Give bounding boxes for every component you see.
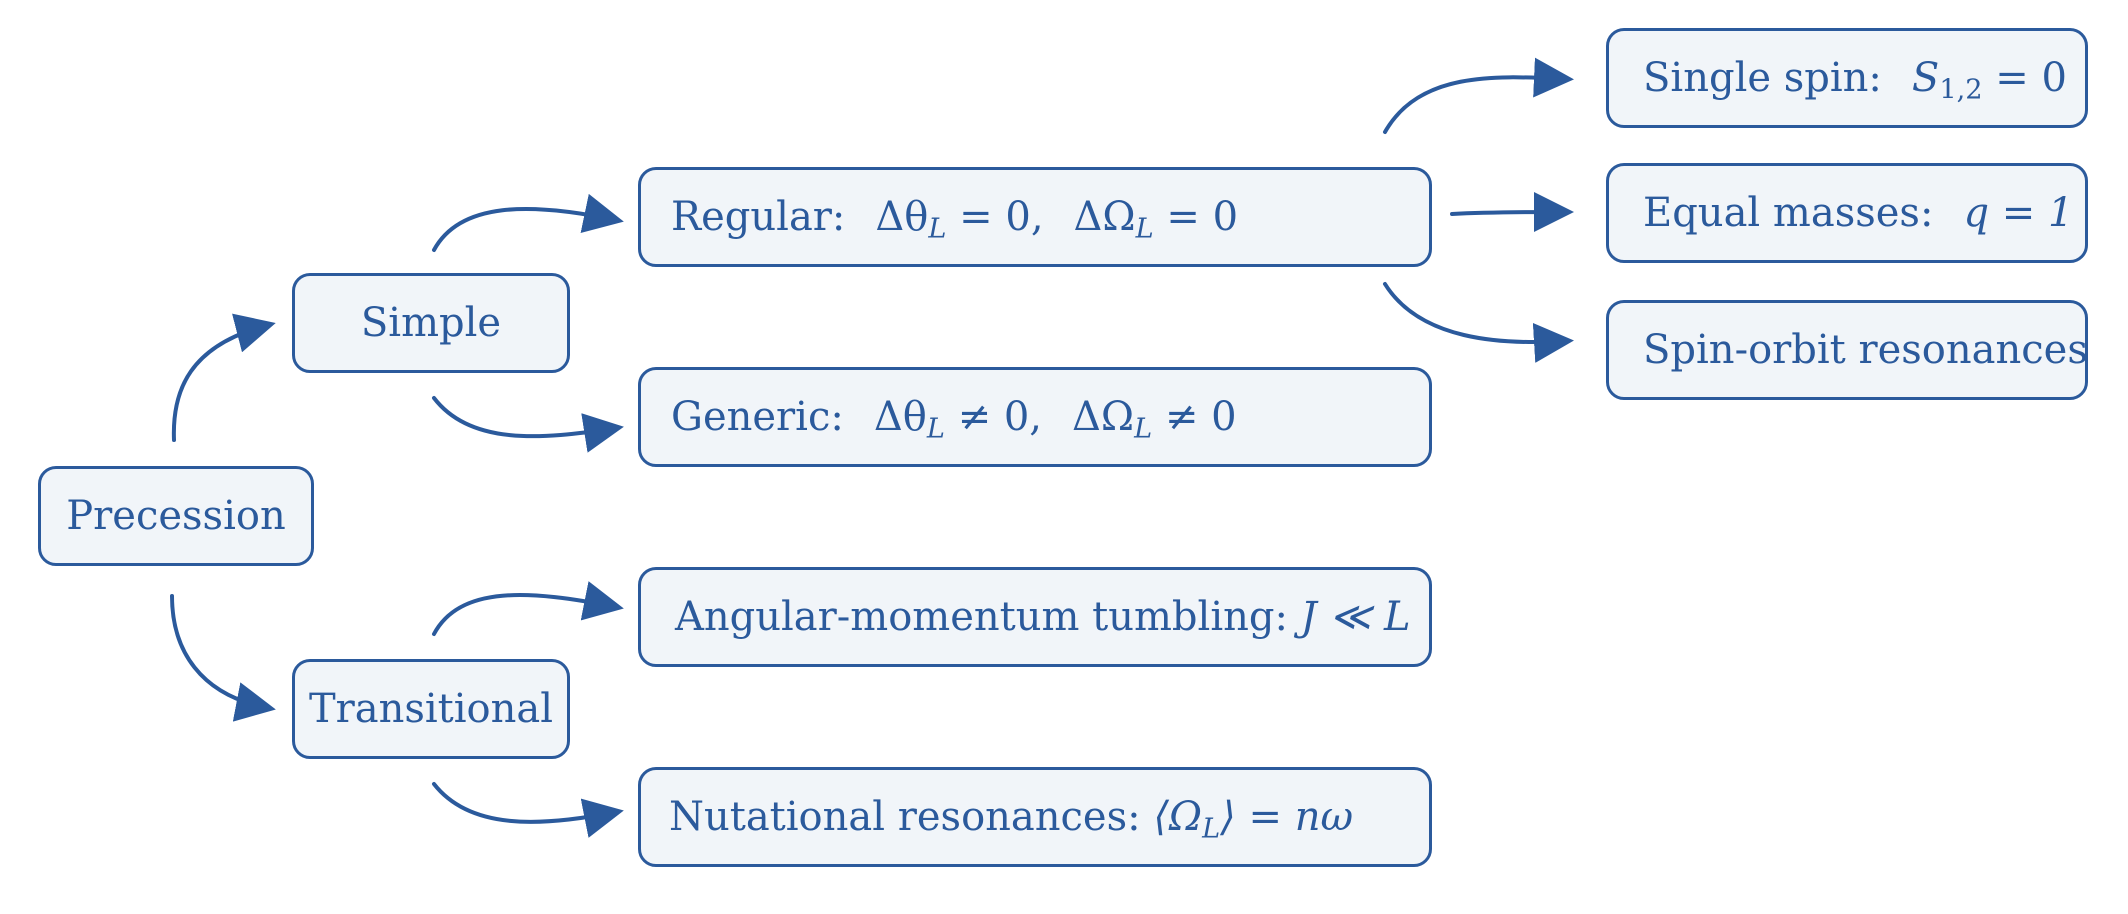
- node-equal-masses: Equal masses: q = 1: [1606, 163, 2088, 263]
- node-regular-equation-omega: ΔΩL = 0: [1073, 194, 1239, 245]
- node-spin-orbit: Spin-orbit resonances: [1606, 300, 2088, 400]
- node-regular: Regular: ΔθL = 0, ΔΩL = 0: [638, 167, 1432, 267]
- node-generic-label: Generic:: [671, 394, 844, 440]
- node-nutational-equation: ⟨ΩL⟩ = nω: [1153, 794, 1354, 845]
- arrow-regular-spin-orbit: [1383, 282, 1574, 363]
- node-tumbling: Angular-momentum tumbling: J ≪ L: [638, 567, 1432, 667]
- node-precession-label: Precession: [66, 493, 286, 539]
- arrow-precession-transitional: [170, 594, 276, 722]
- arrow-simple-generic: [432, 396, 624, 453]
- node-generic-equation-omega: ΔΩL ≠ 0: [1072, 394, 1237, 445]
- node-transitional: Transitional: [292, 659, 570, 759]
- node-regular-equation-theta: ΔθL = 0,: [875, 194, 1044, 245]
- node-regular-label: Regular:: [671, 194, 846, 240]
- node-generic: Generic: ΔθL ≠ 0, ΔΩL ≠ 0: [638, 367, 1432, 467]
- node-single-spin-equation: S1,2 = 0: [1911, 55, 2067, 106]
- node-generic-equation-theta: ΔθL ≠ 0,: [873, 394, 1042, 445]
- node-nutational-label: Nutational resonances:: [669, 794, 1141, 840]
- node-equal-masses-label: Equal masses:: [1643, 190, 1934, 236]
- arrow-simple-regular: [432, 193, 624, 252]
- node-simple-label: Simple: [360, 300, 502, 346]
- arrow-regular-equal-masses: [1450, 192, 1574, 233]
- node-equal-masses-equation: q = 1: [1963, 190, 2074, 236]
- arrow-regular-single-spin: [1383, 57, 1574, 134]
- node-precession: Precession: [38, 466, 314, 566]
- node-spin-orbit-label: Spin-orbit resonances: [1643, 327, 2088, 373]
- arrow-precession-simple: [171, 313, 276, 442]
- node-nutational: Nutational resonances: ⟨ΩL⟩ = nω: [638, 767, 1432, 867]
- node-single-spin: Single spin: S1,2 = 0: [1606, 28, 2088, 128]
- node-tumbling-label: Angular-momentum tumbling:: [675, 594, 1288, 640]
- node-transitional-label: Transitional: [308, 686, 554, 732]
- node-tumbling-equation: J ≪ L: [1300, 594, 1411, 640]
- arrow-transitional-nutational: [432, 782, 624, 838]
- arrow-transitional-tumbling: [432, 581, 624, 636]
- node-single-spin-label: Single spin:: [1643, 55, 1882, 101]
- node-simple: Simple: [292, 273, 570, 373]
